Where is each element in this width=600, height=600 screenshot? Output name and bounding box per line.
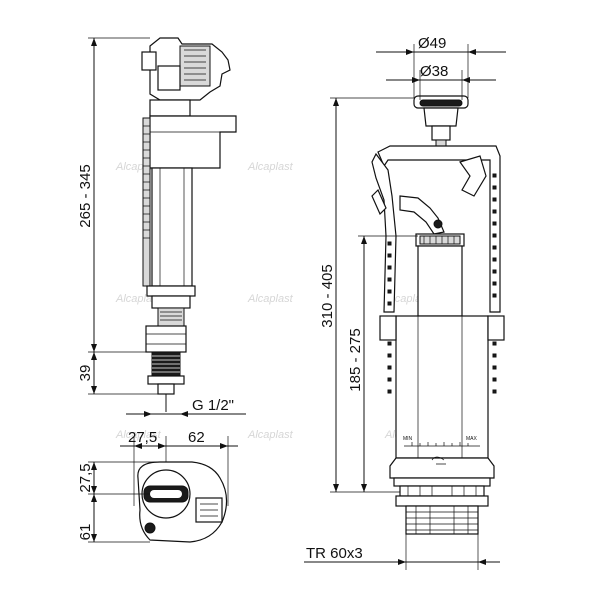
dim-top-offset: 27,5 xyxy=(77,461,168,495)
fill-valve-top-view xyxy=(137,461,228,543)
button-outer-label: Ø49 xyxy=(418,35,446,52)
button-inner-label: Ø38 xyxy=(420,63,448,80)
watermark: Alcaplast xyxy=(247,293,294,305)
float-offset-label: 27,5 xyxy=(128,429,157,446)
watermark: Alcaplast xyxy=(247,161,294,173)
float-width-label: 62 xyxy=(188,429,205,446)
watermark: Alcaplast xyxy=(247,429,294,441)
dim-top-depth: 61 xyxy=(77,494,150,543)
dim-float-height: 265 - 345 xyxy=(77,37,150,353)
dim-button-diameters: Ø49 Ø38 xyxy=(376,35,506,100)
watermark: Alcaplast xyxy=(115,429,162,441)
float-height-label: 265 - 345 xyxy=(77,164,94,227)
top-depth-label: 61 xyxy=(77,524,94,541)
min-label: MIN xyxy=(403,436,413,442)
dim-overflow-height: 185 - 275 xyxy=(347,235,418,492)
base-thread-label: TR 60x3 xyxy=(306,545,363,562)
float-thread-label: G 1/2" xyxy=(192,397,234,414)
flush-height-label: 310 - 405 xyxy=(319,264,336,327)
top-offset-label: 27,5 xyxy=(77,463,94,492)
dim-float-shank: 39 xyxy=(77,352,158,395)
frame-holes-right xyxy=(492,173,497,394)
max-label: MAX xyxy=(466,436,478,442)
dim-flush-height: 310 - 405 xyxy=(319,97,414,493)
overflow-height-label: 185 - 275 xyxy=(347,328,364,391)
float-shank-label: 39 xyxy=(77,365,94,382)
dim-float-thread: G 1/2" xyxy=(126,397,246,417)
fill-valve-drawing xyxy=(141,37,237,412)
flush-valve-drawing: MIN MAX xyxy=(371,95,505,535)
dim-base-thread: TR 60x3 xyxy=(304,534,500,570)
level-scale: MIN MAX xyxy=(403,436,480,447)
